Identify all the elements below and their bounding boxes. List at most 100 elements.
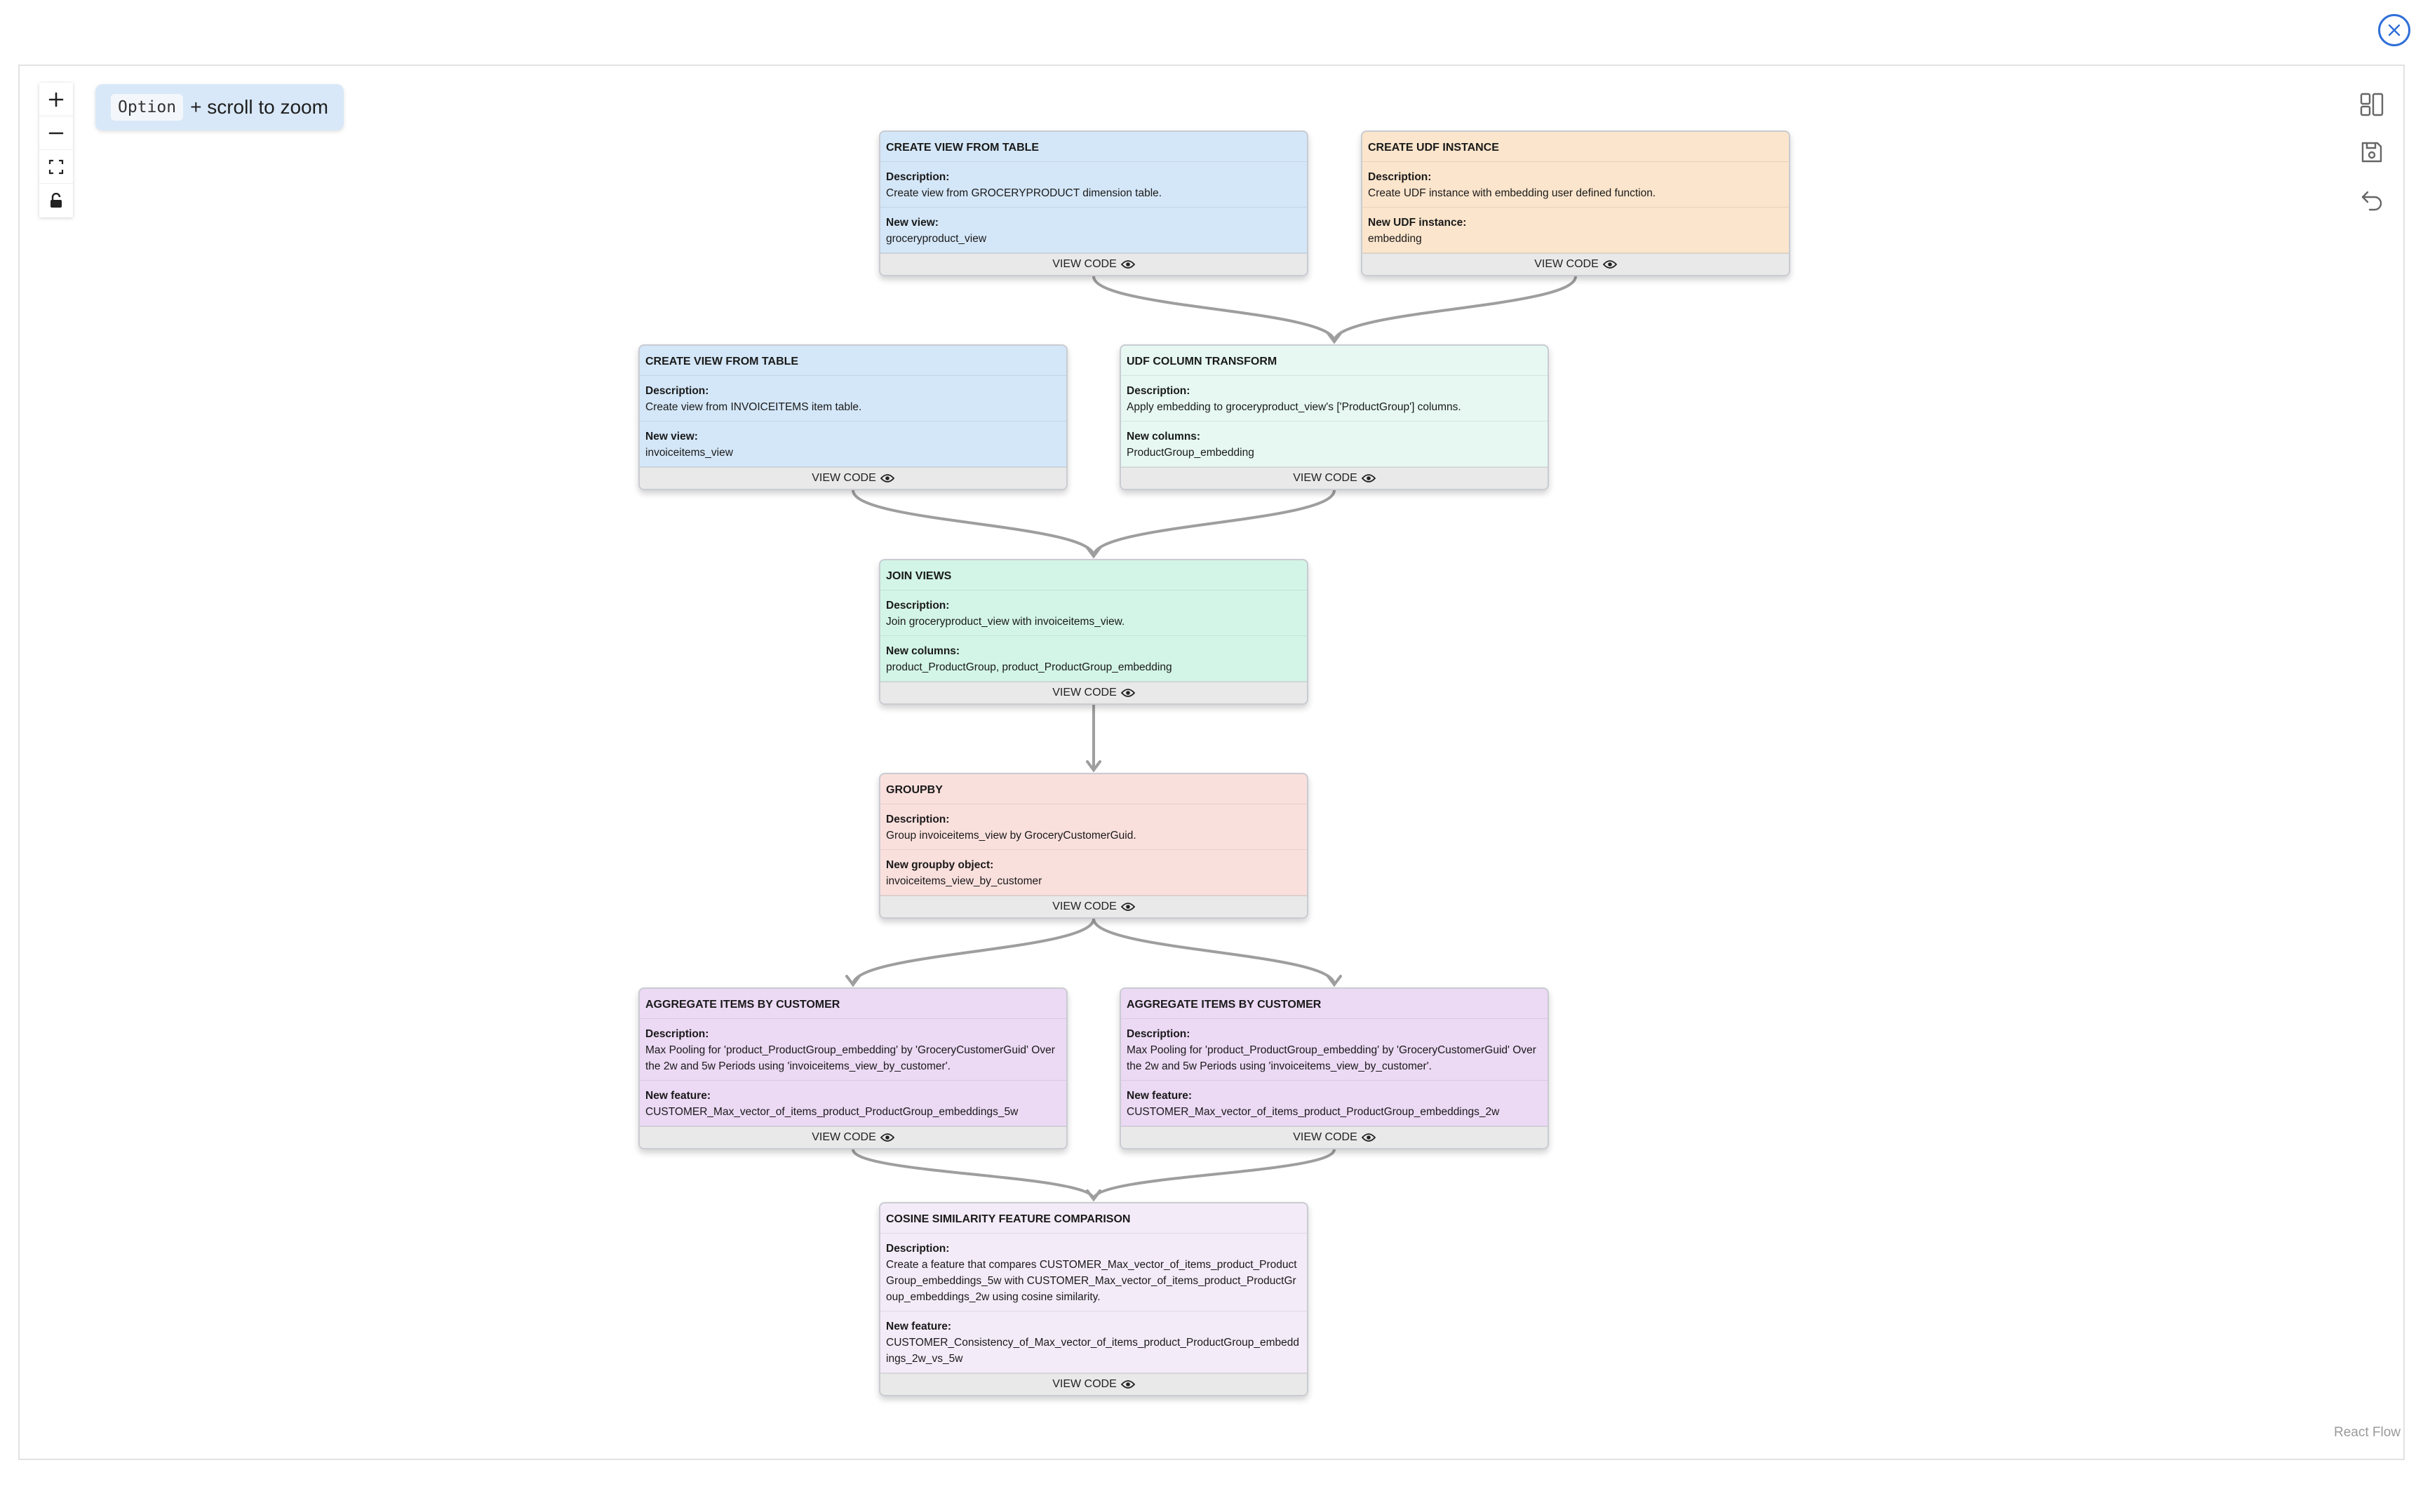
node-section-label: Description: xyxy=(645,385,709,397)
node-section: Description:Create view from GROCERYPROD… xyxy=(880,162,1307,208)
lock-icon xyxy=(51,193,62,208)
zoom-out-button[interactable] xyxy=(39,116,73,150)
view-code-label: VIEW CODE xyxy=(1052,900,1117,912)
node-section-text: Create a feature that compares CUSTOMER_… xyxy=(886,1259,1297,1303)
save-icon xyxy=(2361,142,2382,163)
node-title: AGGREGATE ITEMS BY CUSTOMER xyxy=(640,989,1066,1019)
node-section-text: ProductGroup_embedding xyxy=(1127,447,1254,459)
node-section-label: Description: xyxy=(645,1028,709,1040)
node-section-label: New view: xyxy=(886,217,939,229)
view-code-button[interactable]: VIEW CODE xyxy=(880,682,1307,703)
node-section: Description: Max Pooling for 'product_Pro… xyxy=(1121,1019,1548,1081)
edge-n7-n9 xyxy=(852,1149,1095,1200)
view-code-button[interactable]: VIEW CODE xyxy=(880,896,1307,917)
view-code-label: VIEW CODE xyxy=(812,1131,876,1143)
save-button[interactable] xyxy=(2354,135,2389,170)
view-code-button[interactable]: VIEW CODE xyxy=(1362,253,1789,275)
node-section-label: New feature: xyxy=(886,1321,952,1332)
node-section-text: CUSTOMER_Max_vector_of_items_product_Pro… xyxy=(645,1106,1019,1118)
view-code-label: VIEW CODE xyxy=(1293,472,1357,484)
view-code-button[interactable]: VIEW CODE xyxy=(880,253,1307,275)
zoom-in-button[interactable] xyxy=(39,83,73,116)
node-section-label: Description: xyxy=(1368,171,1432,183)
layout-icon xyxy=(2360,93,2384,116)
node-section-label: New columns: xyxy=(1127,431,1201,443)
node-title: JOIN VIEWS xyxy=(880,560,1307,590)
close-button[interactable] xyxy=(2378,14,2410,46)
minus-icon xyxy=(48,132,64,134)
node-section-label: Description: xyxy=(1127,385,1190,397)
node-title: CREATE VIEW FROM TABLE xyxy=(640,346,1066,376)
view-code-label: VIEW CODE xyxy=(1052,258,1117,270)
layout-button[interactable] xyxy=(2354,87,2389,122)
view-code-button[interactable]: VIEW CODE xyxy=(1121,1126,1548,1148)
edge-layer xyxy=(845,276,1577,1202)
node-section-text: CUSTOMER_Consistency_of_Max_vector_of_it… xyxy=(886,1337,1300,1365)
zoom-controls xyxy=(39,83,73,217)
view-code-button[interactable]: VIEW CODE xyxy=(640,1126,1066,1148)
attribution[interactable]: React Flow xyxy=(2333,1425,2401,1440)
undo-button[interactable] xyxy=(2354,182,2389,217)
node-section-text: Group invoiceitems_view by GroceryCustom… xyxy=(886,830,1136,842)
node-section: New view:invoiceitems_view xyxy=(640,421,1066,467)
eye-icon xyxy=(1361,1133,1376,1142)
view-code-button[interactable]: VIEW CODE xyxy=(640,467,1066,489)
edge-arrowhead xyxy=(845,975,861,987)
undo-icon xyxy=(2361,191,2382,211)
node-title: COSINE SIMILARITY FEATURE COMPARISON xyxy=(880,1203,1307,1234)
node-section: Description:Create UDF instance with emb… xyxy=(1362,162,1789,208)
view-code-label: VIEW CODE xyxy=(1052,687,1117,698)
view-code-label: VIEW CODE xyxy=(1534,258,1599,270)
node-section: New feature:CUSTOMER_Max_vector_of_items… xyxy=(640,1081,1066,1126)
node-section-label: New columns: xyxy=(886,645,960,657)
node-section: Description: Create view from INVOICEITEM… xyxy=(640,376,1066,421)
view-code-label: VIEW CODE xyxy=(812,472,876,484)
zoom-hint-key: Option xyxy=(111,94,184,121)
node-section-text: Max Pooling for 'product_ProductGroup_em… xyxy=(1127,1044,1536,1072)
node-title: CREATE UDF INSTANCE xyxy=(1362,132,1789,162)
zoom-hint: Option + scroll to zoom xyxy=(95,84,344,130)
node-section: Description:Apply embedding to grocerypr… xyxy=(1121,376,1548,421)
fit-view-button[interactable] xyxy=(39,150,73,184)
node-section: New columns: ProductGroup_embedding xyxy=(1121,421,1548,467)
edge-arrowhead xyxy=(1086,760,1101,773)
flow-node-n7[interactable]: AGGREGATE ITEMS BY CUSTOMER Description: M… xyxy=(638,987,1068,1149)
flow-node-n6[interactable]: GROUPBY Description: Group invoiceitems_vi… xyxy=(879,773,1308,919)
view-code-button[interactable]: VIEW CODE xyxy=(1121,467,1548,489)
node-section: Description: Group invoiceitems_view by G… xyxy=(880,804,1307,850)
node-title: GROUPBY xyxy=(880,774,1307,804)
edge-arrowhead xyxy=(1327,975,1342,987)
edge-n2-n4 xyxy=(1333,276,1577,342)
node-section-label: New groupby object: xyxy=(886,859,994,871)
node-section-label: Description: xyxy=(1127,1028,1190,1040)
edge-arrowhead xyxy=(1327,332,1342,344)
node-section: New columns:product_ProductGroup, produc… xyxy=(880,636,1307,682)
edge-n4-n5 xyxy=(1092,490,1336,557)
node-section-label: New view: xyxy=(645,431,698,443)
node-section-text: CUSTOMER_Max_vector_of_items_product_Pro… xyxy=(1127,1106,1500,1118)
view-code-button[interactable]: VIEW CODE xyxy=(880,1373,1307,1395)
node-section: Description:Create a feature that compar… xyxy=(880,1234,1307,1311)
edge-arrowhead xyxy=(1086,546,1101,559)
node-section-label: Description: xyxy=(886,814,950,825)
flow-node-n3[interactable]: CREATE VIEW FROM TABLE Description: Create… xyxy=(638,344,1068,490)
edge-n6-n7 xyxy=(852,918,1095,985)
view-code-label: VIEW CODE xyxy=(1052,1378,1117,1390)
node-section-text: Max Pooling for 'product_ProductGroup_em… xyxy=(645,1044,1055,1072)
eye-icon xyxy=(1120,1379,1135,1389)
zoom-hint-text: + scroll to zoom xyxy=(190,96,328,118)
edge-arrowhead xyxy=(1086,1189,1101,1202)
eye-icon xyxy=(1120,902,1135,912)
eye-icon xyxy=(1120,259,1135,269)
close-icon xyxy=(2388,24,2401,36)
node-section-label: Description: xyxy=(886,600,950,612)
lock-button[interactable] xyxy=(39,184,73,217)
node-section-text: Create view from INVOICEITEMS item table… xyxy=(645,401,862,413)
